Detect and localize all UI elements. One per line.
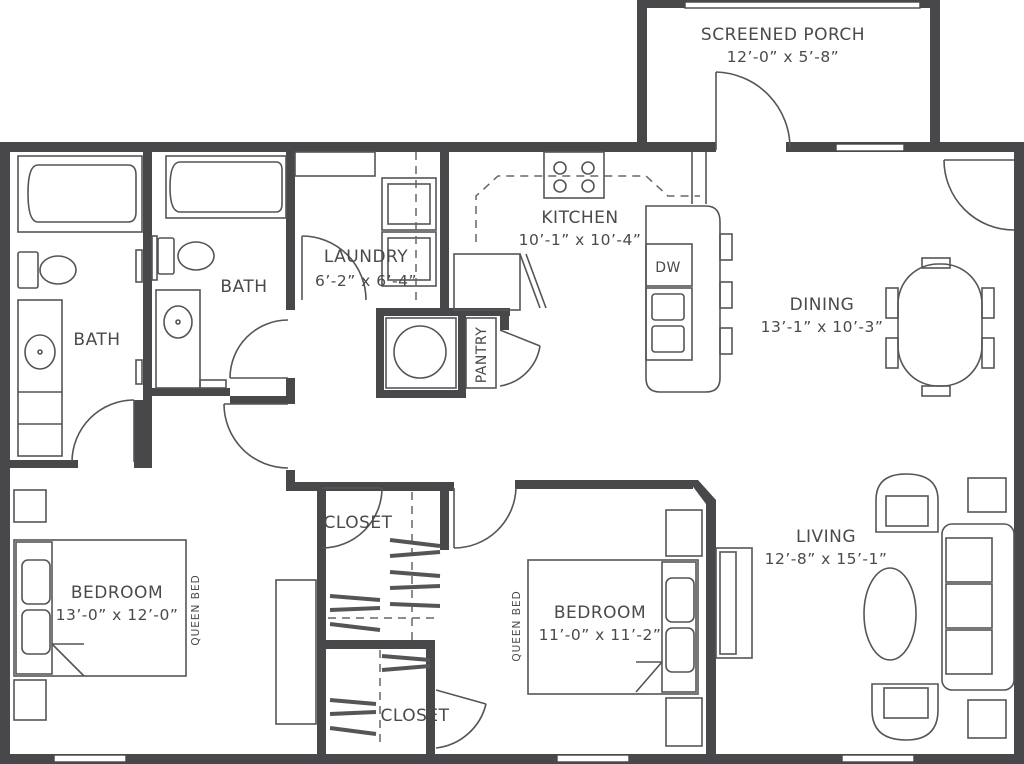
bedroom-left-dims: 13’-0” x 12’-0” xyxy=(56,606,179,624)
bedroom-center-bed: QUEEN BED xyxy=(511,590,523,661)
pantry-name: PANTRY xyxy=(474,327,490,384)
bedroom-left-bed: QUEEN BED xyxy=(190,574,202,645)
screened-porch-dims: 12’-0” x 5’-8” xyxy=(727,48,839,66)
interior-walls xyxy=(8,152,716,754)
kitchen-name: KITCHEN xyxy=(541,208,618,228)
living-name: LIVING xyxy=(796,527,856,547)
closet-lower-name: CLOSET xyxy=(380,706,449,726)
dishwasher-name: DW xyxy=(655,260,681,276)
living-dims: 12’-8” x 15’-1” xyxy=(765,550,888,568)
windows xyxy=(53,1,921,763)
laundry-dims: 6’-2” x 6’-4” xyxy=(315,272,417,290)
dining-dims: 13’-1” x 10’-3” xyxy=(761,318,884,336)
labels: SCREENED PORCH 12’-0” x 5’-8” KITCHEN 10… xyxy=(56,25,888,726)
fixtures xyxy=(13,151,1015,747)
bath-left-name: BATH xyxy=(73,330,120,350)
doors xyxy=(71,71,1015,749)
kitchen-dims: 10’-1” x 10’-4” xyxy=(519,231,642,249)
screened-porch-name: SCREENED PORCH xyxy=(701,25,865,45)
bedroom-center-name: BEDROOM xyxy=(554,603,646,623)
dining-name: DINING xyxy=(790,295,855,315)
bedroom-left-name: BEDROOM xyxy=(71,583,163,603)
laundry-name: LAUNDRY xyxy=(324,247,408,267)
bath-center-name: BATH xyxy=(220,277,267,297)
closet-upper-name: CLOSET xyxy=(323,513,392,533)
bedroom-center-dims: 11’-0” x 11’-2” xyxy=(539,626,662,644)
